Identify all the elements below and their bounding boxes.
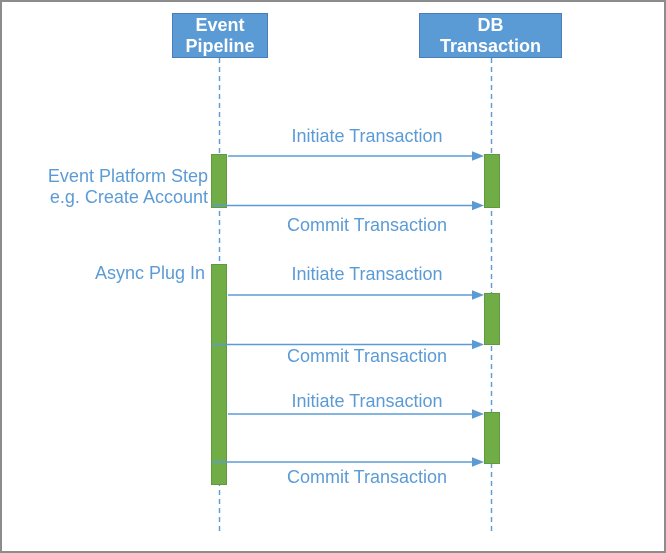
- lifeline-head-event-pipeline: Event Pipeline: [172, 13, 268, 58]
- activation-bar-db-transaction-2: [484, 293, 500, 345]
- lifeline-head-db-transaction: DB Transaction: [419, 13, 562, 58]
- message-label-commit-3: Commit Transaction: [286, 467, 448, 487]
- activation-bar-event-pipeline-2: [211, 264, 227, 485]
- activation-bar-db-transaction-3: [484, 412, 500, 464]
- message-label-commit-1: Commit Transaction: [286, 215, 448, 235]
- annotation-async-plug-in: Async Plug In: [94, 263, 205, 283]
- message-arrow-1: [228, 151, 484, 161]
- arrowhead-icon: [472, 151, 484, 161]
- activation-bar-db-transaction-1: [484, 154, 500, 208]
- message-label-commit-2: Commit Transaction: [286, 346, 448, 366]
- message-label-initiate-3: Initiate Transaction: [291, 391, 443, 411]
- activation-bar-event-pipeline-1: [211, 154, 227, 208]
- message-arrow-2: [212, 200, 484, 211]
- message-label-initiate-2: Initiate Transaction: [291, 264, 443, 284]
- arrowhead-icon: [472, 200, 484, 211]
- message-arrow-3: [228, 290, 484, 300]
- annotation-event-platform-step: Event Platform Step e.g. Create Account: [47, 166, 208, 207]
- message-label-initiate-1: Initiate Transaction: [291, 126, 443, 146]
- arrowhead-icon: [472, 290, 484, 300]
